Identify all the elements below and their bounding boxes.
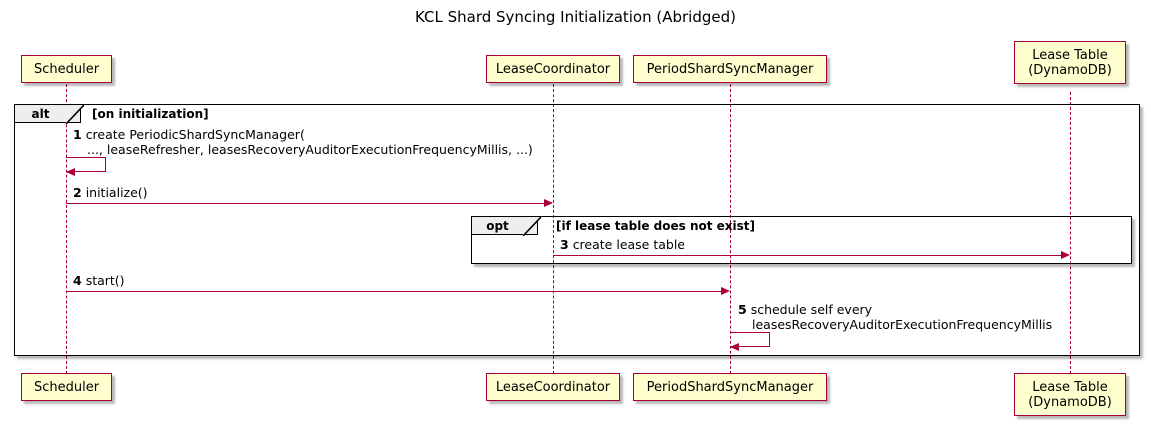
participant-lease-table-bottom-label-line1: Lease Table [1032,379,1108,395]
message-5-number: 5 [738,302,747,317]
lifeline-lease-table [1070,92,1071,374]
message-3-number: 3 [560,237,569,252]
participant-lease-coordinator-top-label: LeaseCoordinator [495,61,611,77]
participant-period-shard-sync-manager-bottom-label: PeriodShardSyncManager [646,379,814,395]
message-1-text: 1 create PeriodicShardSyncManager( ..., … [73,127,533,157]
message-2-line [66,203,544,204]
message-1-line2: ..., leaseRefresher, leasesRecoveryAudit… [87,141,533,157]
lifeline-lease-coordinator [553,84,554,374]
message-4-text: 4 start() [73,274,125,288]
message-5-self-loop [730,332,770,347]
participant-period-shard-sync-manager-bottom[interactable]: PeriodShardSyncManager [633,373,827,401]
message-1-self-loop [66,157,106,172]
participant-scheduler-bottom-label: Scheduler [33,379,100,395]
participant-lease-coordinator-top[interactable]: LeaseCoordinator [486,55,620,83]
participant-lease-coordinator-bottom-label: LeaseCoordinator [495,379,611,395]
participant-period-shard-sync-manager-top[interactable]: PeriodShardSyncManager [633,55,827,83]
lifeline-scheduler [66,84,67,374]
fragment-alt [14,104,1140,356]
message-5-line2: leasesRecoveryAuditorExecutionFrequencyM… [752,316,1053,332]
participant-lease-coordinator-bottom[interactable]: LeaseCoordinator [486,373,620,401]
participant-period-shard-sync-manager-top-label: PeriodShardSyncManager [646,61,814,77]
fragment-opt [471,216,1132,264]
message-3-text: 3 create lease table [560,238,685,252]
message-5-text: 5 schedule self every leasesRecoveryAudi… [738,302,1053,332]
participant-lease-table-bottom-label-line2: (DynamoDB) [1028,394,1112,410]
fragment-opt-tab-corner [523,217,541,236]
fragment-alt-tab-corner [66,105,84,124]
participant-scheduler-top[interactable]: Scheduler [21,55,112,83]
message-1-line1: create PeriodicShardSyncManager( [85,127,305,142]
message-1-number: 1 [73,127,82,142]
message-4-line [66,291,721,292]
fragment-alt-keyword: alt [31,106,50,121]
lifeline-period-shard-sync-manager [730,84,731,374]
message-2-number: 2 [73,185,82,200]
message-1-arrowhead [66,167,75,176]
message-2-line1: initialize() [85,185,148,200]
message-5-line1: schedule self every [750,302,873,317]
message-3-line1: create lease table [572,237,685,252]
page-title: KCL Shard Syncing Initialization (Abridg… [415,8,736,26]
fragment-alt-guard: [on initialization] [92,107,209,121]
participant-lease-table-top-label-line1: Lease Table [1032,47,1108,63]
participant-lease-table-top-label-line2: (DynamoDB) [1028,62,1112,78]
fragment-opt-guard: [if lease table does not exist] [556,219,756,233]
participant-lease-table-bottom[interactable]: Lease Table (DynamoDB) [1014,373,1126,416]
fragment-opt-tab: opt [472,217,538,235]
participant-scheduler-bottom[interactable]: Scheduler [21,373,112,401]
message-4-line1: start() [85,273,125,288]
message-4-arrowhead [721,286,730,295]
participant-lease-table-top[interactable]: Lease Table (DynamoDB) [1014,41,1126,84]
message-2-text: 2 initialize() [73,186,148,200]
fragment-alt-tab: alt [15,105,81,123]
message-3-line [553,255,1061,256]
message-3-arrowhead [1061,250,1070,259]
message-5-arrowhead [730,342,739,351]
message-2-arrowhead [544,198,553,207]
message-4-number: 4 [73,273,82,288]
participant-scheduler-top-label: Scheduler [33,61,100,77]
fragment-opt-keyword: opt [486,218,509,233]
